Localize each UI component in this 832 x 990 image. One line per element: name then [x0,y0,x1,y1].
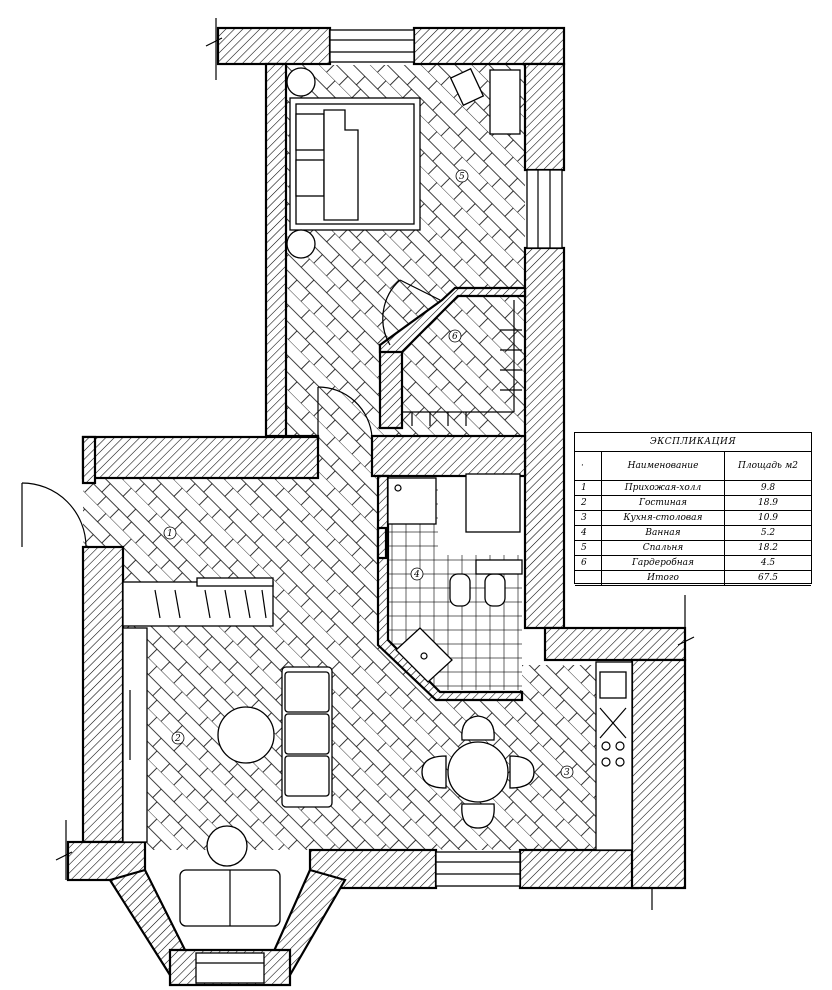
bedroom-furniture [286,67,521,259]
living-furniture [122,627,333,927]
wardrobe-shelving [402,300,522,426]
walls [66,26,687,987]
kitchen-furniture [421,661,633,851]
room-markers: 1 2 3 4 5 6 [163,169,574,779]
legend-row: 3 Кухня-столовая 10.9 [575,510,811,526]
legend-row-area: 9.8 [724,480,811,496]
legend-row: 1 Прихожая-холл 9.8 [575,480,811,496]
legend-total-area: 67.5 [724,570,811,586]
legend-row-name: Гостиная [601,495,725,511]
room-marker-4: 4 [413,570,420,580]
legend-row-num: 1 [575,480,602,496]
legend-row-area: 10.9 [724,510,811,526]
legend-col-num: · [575,451,602,481]
legend-row-area: 18.2 [724,540,811,556]
bathroom-fixtures [387,473,523,683]
legend-total-blank [575,570,602,586]
legend-row-name: Кухня-столовая [601,510,725,526]
windows [195,29,563,984]
legend-row-num: 3 [575,510,602,526]
legend-row: 5 Спальня 18.2 [575,540,811,556]
legend-row-area: 5.2 [724,525,811,541]
legend-col-name: Наименование [601,451,725,481]
legend-row-num: 6 [575,555,602,571]
legend-row-area: 18.9 [724,495,811,511]
legend-row-num: 2 [575,495,602,511]
hall-furniture [122,577,274,627]
room-marker-3: 3 [564,768,570,778]
legend-row-num: 4 [575,525,602,541]
axis-ticks [55,18,695,910]
legend-total-label: Итого [601,570,725,586]
legend-row-name: Прихожая-холл [601,480,725,496]
legend-row: 6 Гардеробная 4.5 [575,555,811,571]
legend-row-name: Спальня [601,540,725,556]
legend-total-row: Итого 67.5 [575,570,811,586]
legend-row-area: 4.5 [724,555,811,571]
room-marker-6: 6 [452,332,458,342]
room-marker-5: 5 [459,172,465,182]
room-marker-1: 1 [167,529,173,539]
legend-row: 4 Ванная 5.2 [575,525,811,541]
doors [21,279,441,548]
legend-title: ЭКСПЛИКАЦИЯ [575,433,811,452]
legend-col-area: Площадь м2 [724,451,811,481]
legend-row-num: 5 [575,540,602,556]
room-marker-2: 2 [174,734,181,744]
explication-table: ЭКСПЛИКАЦИЯ · Наименование Площадь м2 1 … [574,432,812,586]
legend-row-name: Ванная [601,525,725,541]
legend-row: 2 Гостиная 18.9 [575,495,811,511]
legend-row-name: Гардеробная [601,555,725,571]
